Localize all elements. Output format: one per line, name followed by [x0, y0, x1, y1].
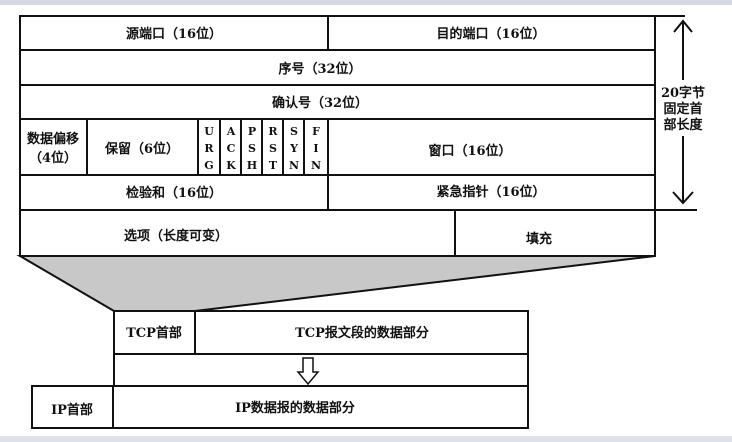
flag-fin-2: I — [313, 142, 318, 155]
flag-syn-1: S — [290, 125, 298, 138]
flag-urg-2: R — [204, 142, 214, 155]
checksum-field: 检验和（16位） — [126, 185, 222, 201]
down-arrow-icon — [296, 357, 320, 386]
flag-syn-3: N — [289, 159, 299, 172]
tcp-header-table — [19, 15, 697, 257]
flag-syn-2: Y — [289, 142, 298, 155]
options-field: 选项（长度可变） — [124, 228, 228, 244]
bottom-band — [0, 436, 732, 442]
ip-header-cell: IP首部 — [51, 402, 93, 418]
flag-ack-2: C — [227, 142, 236, 155]
reserved-field: 保留（6位） — [104, 141, 179, 157]
encapsulation-band — [113, 353, 529, 387]
dest-port-field: 目的端口（16位） — [436, 26, 545, 42]
flag-psh-2: S — [248, 142, 256, 155]
tcp-data-cell: TCP报文段的数据部分 — [295, 325, 429, 341]
padding-field: 填充 — [526, 231, 552, 247]
top-band — [0, 0, 732, 5]
window-field: 窗口（16位） — [428, 143, 511, 159]
flag-psh-3: H — [247, 159, 257, 172]
expansion-trapezoid — [16, 255, 656, 312]
ip-data-cell: IP数据报的数据部分 — [235, 400, 355, 416]
flag-urg-1: U — [204, 125, 214, 138]
flag-fields: U R G A C K P S H R S T S Y N F I N — [204, 125, 321, 172]
source-port-field: 源端口（16位） — [126, 26, 222, 42]
flag-rst-3: T — [269, 159, 278, 172]
ip-datagram-box — [31, 385, 529, 429]
flag-rst-2: S — [269, 142, 277, 155]
fixed-length-label-1: 20字节 — [661, 85, 705, 101]
flag-urg-3: G — [204, 159, 213, 172]
data-offset-field: 数据偏移 — [27, 131, 79, 147]
ack-number-field: 确认号（32位） — [272, 95, 368, 111]
length-double-arrow-icon — [672, 19, 694, 205]
flag-rst-1: R — [268, 125, 278, 138]
flag-fin-1: F — [312, 125, 320, 138]
data-offset-bits: （4位） — [29, 150, 77, 166]
flag-ack-3: K — [226, 159, 236, 172]
flag-fin-3: N — [311, 159, 321, 172]
flag-psh-1: P — [248, 125, 256, 138]
tcp-header-cell: TCP首部 — [126, 325, 182, 341]
fixed-length-label-3: 部长度 — [663, 117, 703, 133]
urgent-pointer-field: 紧急指针（16位） — [436, 184, 545, 200]
flag-ack-1: A — [226, 125, 236, 138]
fixed-length-label-2: 固定首 — [663, 101, 702, 117]
sequence-field: 序号（32位） — [278, 61, 361, 77]
